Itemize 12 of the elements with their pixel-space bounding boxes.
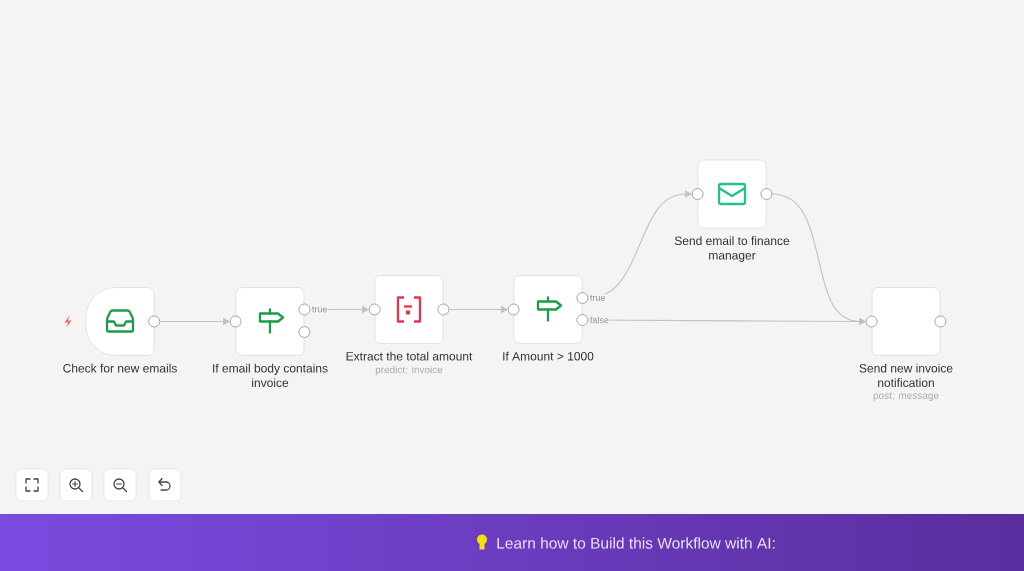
- footer-text: Learn how to Build this Workflow with AI:: [497, 537, 775, 549]
- node-label: Send new invoice notification: [859, 363, 953, 387]
- node-subtitle: predict: invoice: [375, 365, 443, 376]
- node-label: Extract the total amount: [346, 351, 473, 361]
- edge-label: true: [589, 294, 607, 302]
- edge-label: true: [311, 305, 329, 314]
- node-label: Send email to finance manager: [674, 236, 790, 262]
- node-label: If email body contains invoice: [213, 363, 328, 387]
- edge-label: false: [589, 315, 610, 325]
- node-label: Check for new emails: [63, 363, 177, 373]
- node-subtitle: post: message: [873, 392, 939, 401]
- node-label: If Amount > 1000: [503, 351, 594, 361]
